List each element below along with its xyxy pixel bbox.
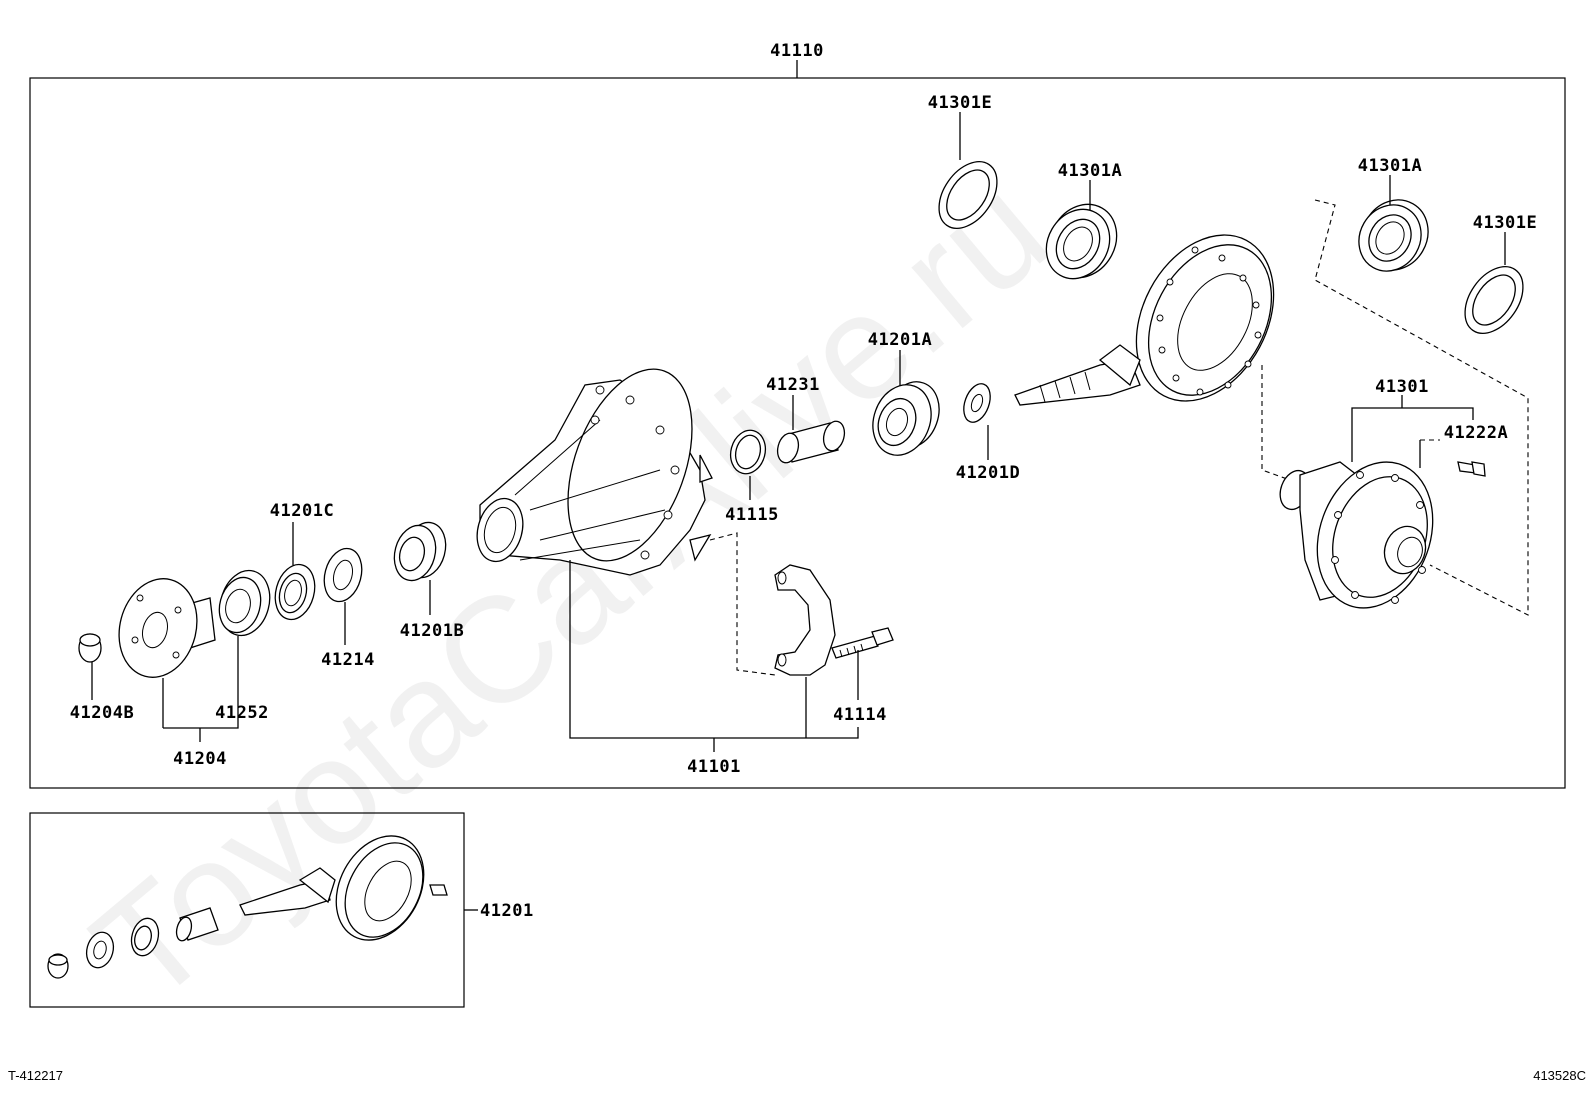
seal-41201c[interactable] <box>269 522 320 624</box>
bearing-cap[interactable] <box>774 564 836 676</box>
label-41301a-mid[interactable]: 41301A <box>1058 161 1122 181</box>
bracket-41101 <box>569 560 859 752</box>
label-41201d[interactable]: 41201D <box>956 463 1020 483</box>
seal-ring-41301e-right[interactable] <box>1453 232 1535 344</box>
differential-case-41301[interactable] <box>1275 446 1452 625</box>
sub-washer[interactable] <box>83 929 117 971</box>
spacer-41231[interactable] <box>774 395 847 465</box>
label-41214[interactable]: 41214 <box>321 650 375 670</box>
sub-ring-gear-and-pinion[interactable] <box>174 821 441 956</box>
label-41204[interactable]: 41204 <box>173 749 227 769</box>
carrier-housing[interactable] <box>470 352 715 578</box>
oil-seal-41252[interactable] <box>213 565 276 695</box>
bearing-41301a-mid[interactable] <box>1034 180 1130 290</box>
label-41110[interactable]: 41110 <box>770 41 824 61</box>
bearing-41301a-right[interactable] <box>1347 175 1441 282</box>
main-assembly-frame: 41110 <box>29 41 1566 789</box>
bearing-41201b[interactable] <box>388 518 451 615</box>
label-41201b[interactable]: 41201B <box>400 621 464 641</box>
label-41222a[interactable]: 41222A <box>1444 423 1508 443</box>
sub-bolt[interactable] <box>429 884 448 896</box>
label-41201c[interactable]: 41201C <box>270 501 334 521</box>
label-41204b[interactable]: 41204B <box>70 703 134 723</box>
label-41201[interactable]: 41201 <box>480 901 534 921</box>
label-41114[interactable]: 41114 <box>833 705 887 725</box>
label-41301[interactable]: 41301 <box>1375 377 1429 397</box>
bolt-41222a[interactable] <box>1457 461 1486 477</box>
washer-41214[interactable] <box>319 544 368 645</box>
seal-ring-41301e-top[interactable] <box>927 112 1009 239</box>
sub-nut[interactable] <box>47 953 69 979</box>
label-41231[interactable]: 41231 <box>766 375 820 395</box>
footer-left-code: T-412217 <box>8 1068 63 1083</box>
sub-bearing[interactable] <box>128 915 163 958</box>
label-41252[interactable]: 41252 <box>215 703 269 723</box>
label-41115[interactable]: 41115 <box>725 505 779 525</box>
label-41301a-right[interactable]: 41301A <box>1358 156 1422 176</box>
label-41301e-top[interactable]: 41301E <box>928 93 992 113</box>
bolt-41114[interactable] <box>831 627 894 700</box>
ring-gear-and-pinion[interactable] <box>1014 211 1301 425</box>
label-41301e-right[interactable]: 41301E <box>1473 213 1537 233</box>
oil-seal-41115[interactable] <box>726 426 770 500</box>
footer-right-code: 413528C <box>1533 1068 1586 1083</box>
nut-41204b[interactable] <box>78 633 102 700</box>
bracket-41204 <box>163 695 239 742</box>
label-41101[interactable]: 41101 <box>687 757 741 777</box>
label-41201a[interactable]: 41201A <box>868 330 932 350</box>
washer-41201d[interactable] <box>959 380 995 460</box>
companion-flange-41204[interactable] <box>108 570 216 728</box>
sub-assembly-frame <box>29 812 478 1008</box>
bracket-41301 <box>1351 395 1474 468</box>
bearing-41201a[interactable] <box>863 350 948 463</box>
